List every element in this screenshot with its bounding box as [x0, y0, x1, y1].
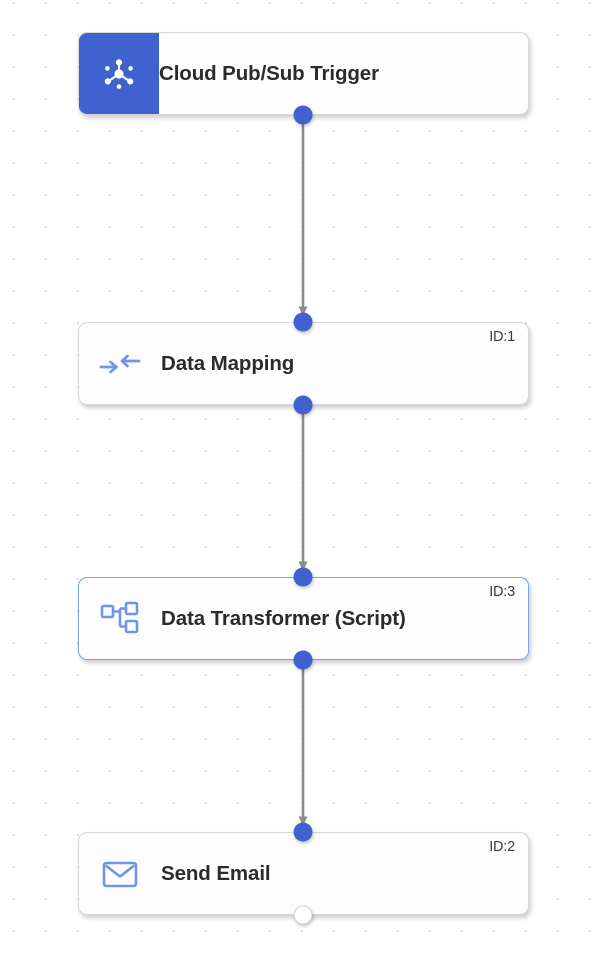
node-data-transformer-script[interactable]: Data Transformer (Script) ID:3	[78, 577, 529, 660]
envelope-icon	[102, 861, 138, 887]
node-title: Data Mapping	[161, 351, 295, 375]
port-out-cloud-pubsub-trigger[interactable]	[293, 105, 313, 125]
node-icon-slot	[79, 323, 161, 404]
port-out-data-mapping[interactable]	[293, 395, 313, 415]
node-icon-panel	[79, 33, 159, 114]
pubsub-hub-icon	[104, 58, 134, 89]
node-title: Cloud Pub/Sub Trigger	[159, 61, 379, 85]
node-id-label: ID:1	[489, 329, 515, 345]
port-out-data-transformer[interactable]	[293, 650, 313, 670]
port-in-data-transformer[interactable]	[293, 567, 313, 587]
node-data-mapping[interactable]: Data Mapping ID:1	[78, 322, 529, 405]
node-icon-slot	[79, 833, 161, 914]
node-title: Send Email	[161, 861, 271, 885]
node-title: Data Transformer (Script)	[161, 606, 406, 630]
node-cloud-pubsub-trigger[interactable]: Cloud Pub/Sub Trigger	[78, 32, 529, 115]
port-out-send-email[interactable]	[293, 905, 313, 925]
node-id-label: ID:3	[489, 584, 515, 600]
port-in-data-mapping[interactable]	[293, 312, 313, 332]
node-send-email[interactable]: Send Email ID:2	[78, 832, 529, 915]
node-icon-slot	[79, 578, 161, 659]
merge-arrows-icon	[99, 354, 141, 373]
node-id-label: ID:2	[489, 839, 515, 855]
port-in-send-email[interactable]	[293, 822, 313, 842]
node-tree-icon	[100, 601, 139, 633]
